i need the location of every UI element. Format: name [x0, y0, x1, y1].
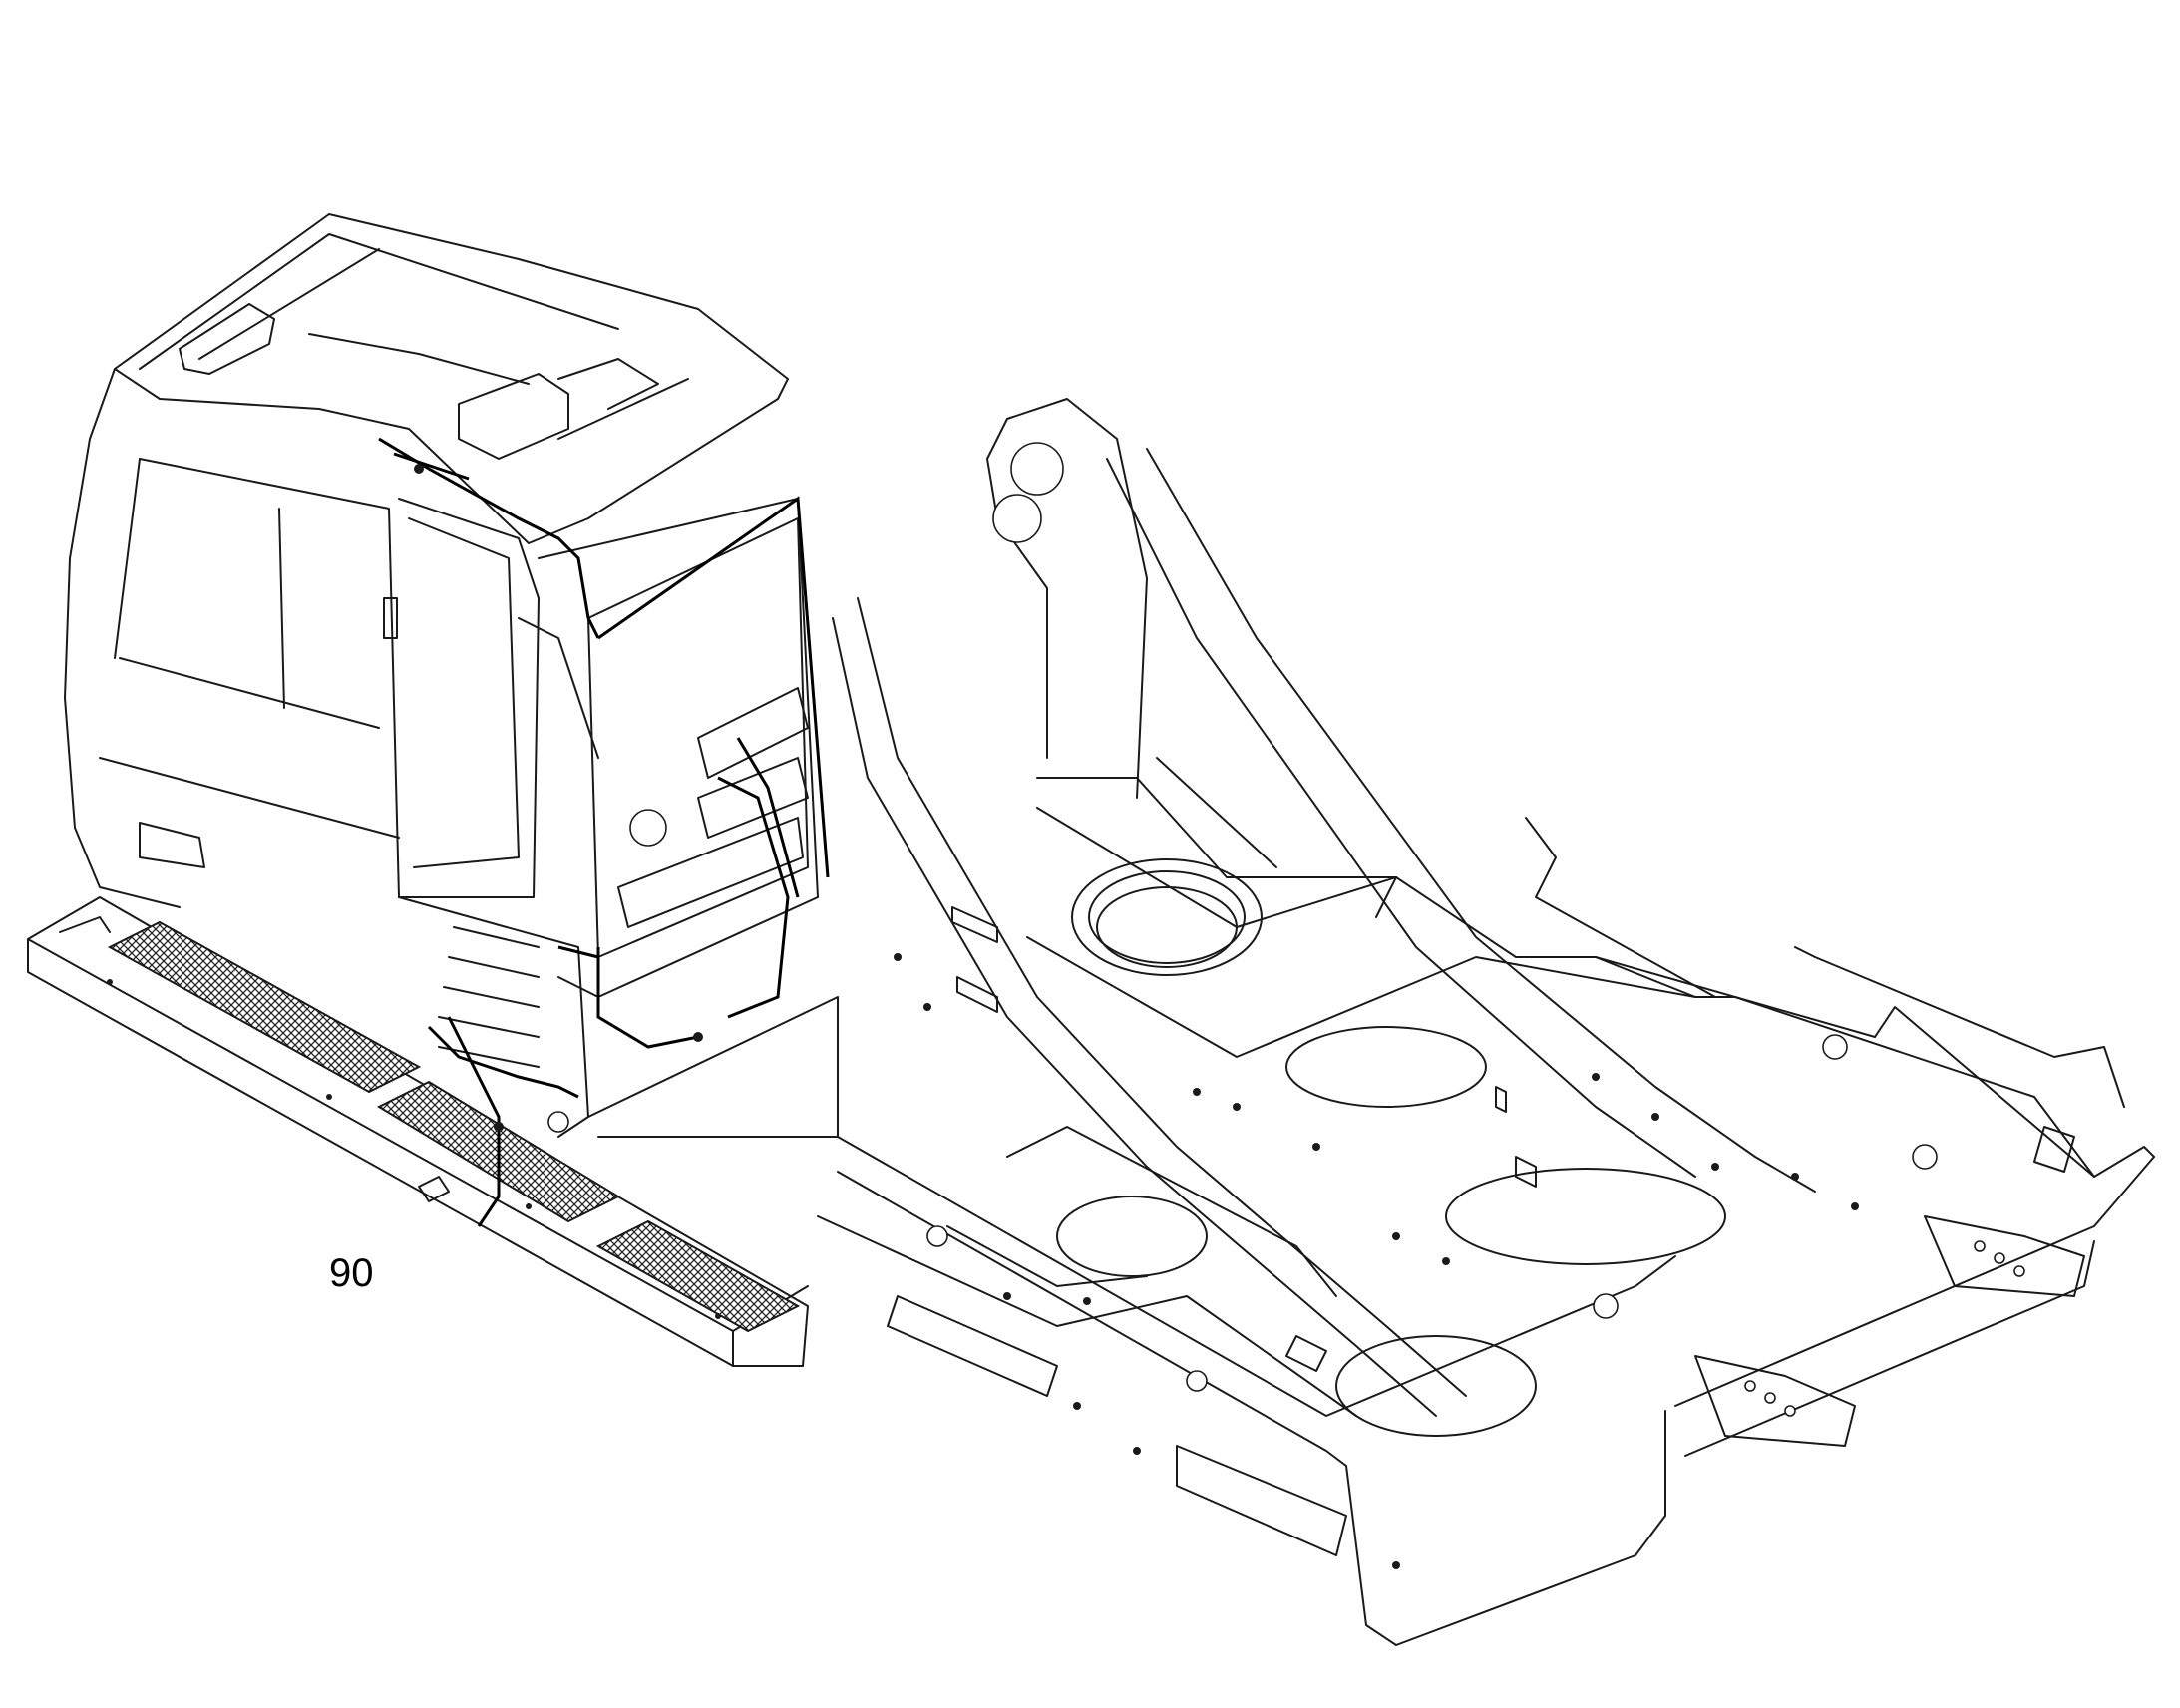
wiring-harness	[378, 437, 830, 1227]
step-platform	[27, 896, 809, 1367]
upper-frame	[817, 398, 2155, 1646]
operator-cab	[64, 213, 839, 1138]
callout-label: 90	[329, 1251, 374, 1295]
